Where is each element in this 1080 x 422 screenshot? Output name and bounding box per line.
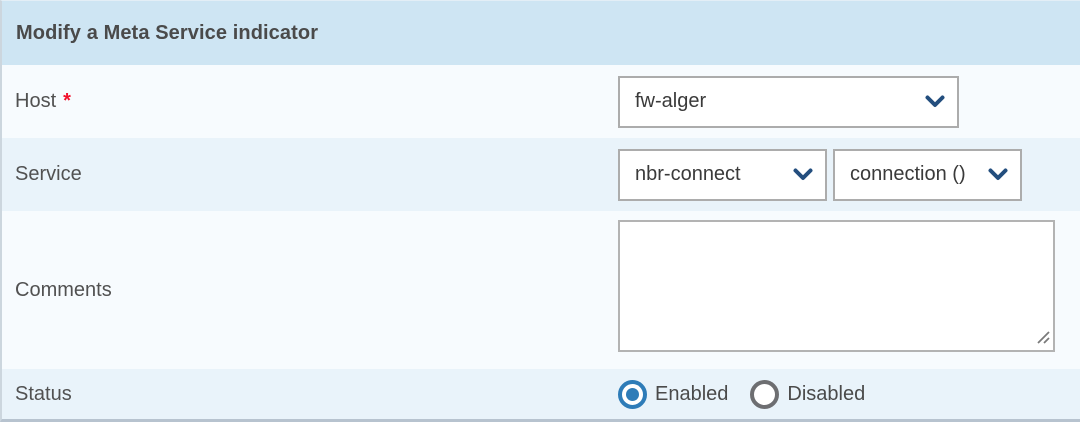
comments-label-cell: Comments	[2, 279, 618, 302]
service-label: Service	[15, 163, 82, 185]
host-select[interactable]: fw-alger	[618, 75, 959, 128]
chevron-down-icon	[925, 95, 945, 108]
service-metric-select-value: connection ()	[850, 163, 966, 185]
status-controls: Enabled Disabled	[618, 379, 866, 409]
comments-controls	[618, 220, 1055, 357]
host-label-cell: Host *	[2, 90, 618, 113]
form-header: Modify a Meta Service indicator	[2, 1, 1080, 65]
radio-button-disabled[interactable]	[750, 379, 780, 409]
status-disabled-label: Disabled	[787, 382, 866, 405]
comments-row: Comments	[2, 211, 1080, 369]
status-disabled-option[interactable]: Disabled	[750, 379, 866, 409]
status-row: Status Enabled Disabled	[2, 369, 1080, 419]
status-enabled-label: Enabled	[655, 382, 729, 405]
comments-textarea[interactable]	[618, 220, 1055, 352]
host-controls: fw-alger	[618, 75, 959, 128]
service-select-value: nbr-connect	[635, 163, 741, 185]
radio-button-enabled[interactable]	[618, 379, 647, 409]
status-label: Status	[15, 382, 72, 405]
status-radio-group: Enabled Disabled	[618, 379, 866, 409]
comments-label: Comments	[15, 278, 112, 301]
required-asterisk: *	[63, 90, 71, 112]
host-label: Host	[15, 90, 57, 112]
service-metric-select[interactable]: connection ()	[833, 148, 1022, 201]
status-label-cell: Status	[2, 383, 618, 406]
host-row: Host * fw-alger	[2, 65, 1080, 138]
page-title: Modify a Meta Service indicator	[16, 21, 319, 44]
host-select-value: fw-alger	[635, 90, 707, 112]
status-enabled-option[interactable]: Enabled	[618, 379, 729, 409]
chevron-down-icon	[988, 168, 1008, 181]
chevron-down-icon	[793, 168, 813, 181]
service-row: Service nbr-connect connection ()	[2, 138, 1080, 211]
service-select[interactable]: nbr-connect	[618, 148, 827, 201]
service-label-cell: Service	[2, 163, 618, 186]
service-controls: nbr-connect connection ()	[618, 148, 1022, 201]
